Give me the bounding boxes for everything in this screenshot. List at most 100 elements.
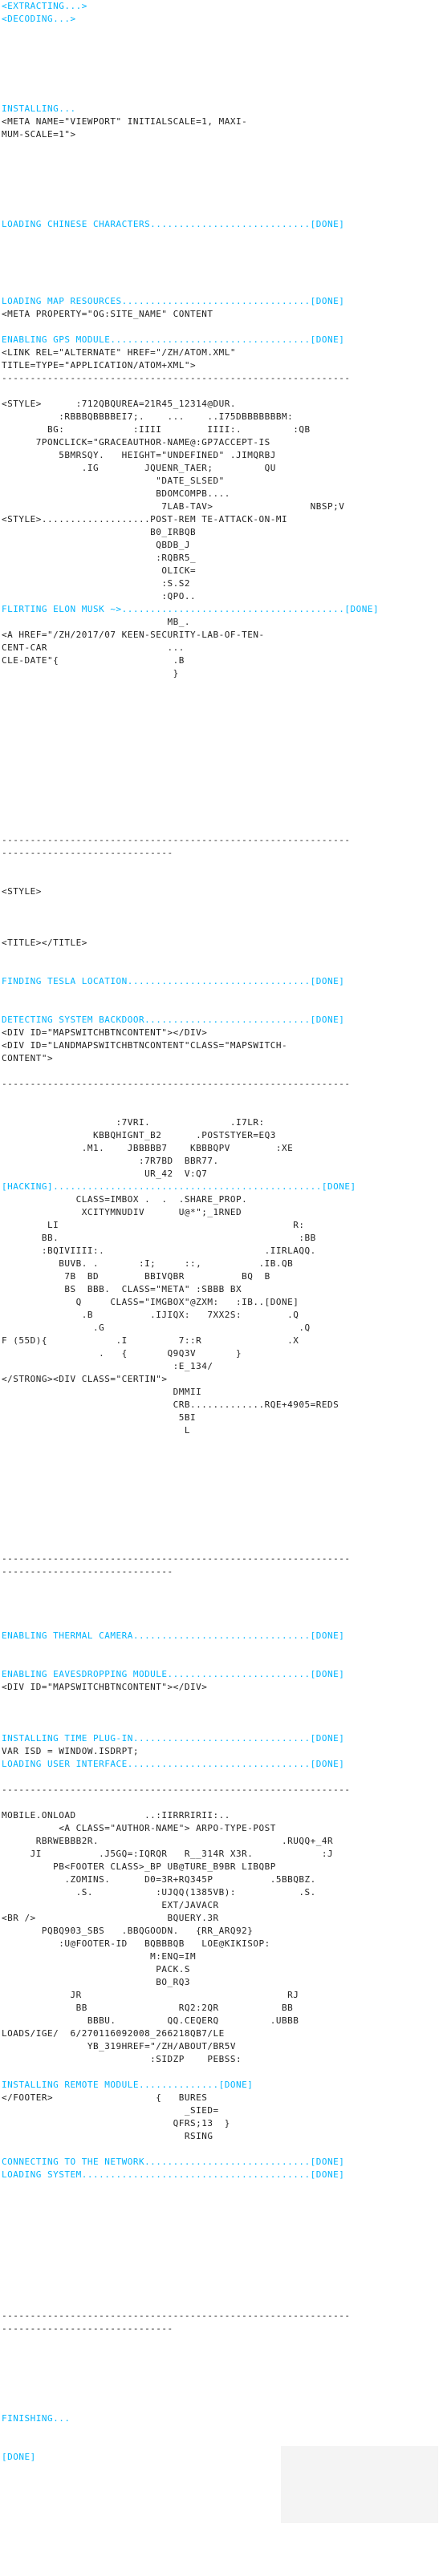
code-line: ----------------------------------------…: [2, 1554, 351, 1564]
code-line: .G .Q: [2, 1323, 311, 1333]
code-line: LI R:: [2, 1221, 305, 1230]
code-line: QBDB_J: [2, 541, 191, 550]
code-line: <DIV ID="MAPSWITCHBTNCONTENT"></DIV>: [2, 1028, 208, 1038]
code-line: <STYLE>: [2, 887, 42, 897]
code-line: VAR ISD = WINDOW.ISDRPT;: [2, 1747, 139, 1756]
status-line: <DECODING...>: [2, 14, 76, 24]
code-line: <STYLE> :712QBQUREA=21R45_12314@DUR.: [2, 399, 237, 409]
status-line: LOADING SYSTEM..........................…: [2, 2170, 345, 2180]
code-line: <META PROPERTY="OG:SITE_NAME" CONTENT: [2, 310, 213, 319]
code-line: CLASS=IMBOX . . .SHARE_PROP.: [2, 1195, 248, 1205]
code-line: :SIDZP PEBSS:: [2, 2055, 242, 2064]
status-line: LOADING USER INTERFACE..................…: [2, 1760, 345, 1769]
code-line: BB. :BB: [2, 1233, 316, 1243]
code-line: ----------------------------------------…: [2, 1079, 351, 1089]
code-line: CRB.............RQE+4905=REDS: [2, 1400, 339, 1410]
code-line: PACK.S: [2, 1965, 191, 1975]
code-line: DMMII: [2, 1387, 202, 1397]
code-line: ----------------------------------------…: [2, 1785, 351, 1795]
code-line: <A CLASS="AUTHOR-NAME"> ARPO-TYPE-POST: [2, 1824, 276, 1833]
status-line: ENABLING GPS MODULE.....................…: [2, 335, 345, 345]
code-line: 7PONCLICK="GRACEAUTHOR-NAME@:GP7ACCEPT-I…: [2, 438, 270, 448]
code-line: KBBQHIGNT_B2 .POSTSTYER=EQ3: [2, 1131, 276, 1140]
code-line: JR RJ: [2, 1991, 299, 2000]
code-line: ----------------------------------------…: [2, 836, 351, 845]
code-line: .M1. JBBBBB7 KBBBQPV :XE: [2, 1144, 294, 1153]
status-line: FINISHING...: [2, 2414, 71, 2424]
code-line: ----------------------------------------…: [2, 374, 351, 383]
code-line: "DATE_SLSED": [2, 476, 225, 486]
code-line: <TITLE></TITLE>: [2, 938, 87, 948]
code-line: ------------------------------: [2, 849, 173, 858]
status-line: FINDING TESLA LOCATION..................…: [2, 977, 345, 986]
code-line: . { Q9Q3V }: [2, 1349, 242, 1359]
status-line: FLIRTING ELON MUSK ~>...................…: [2, 605, 380, 614]
code-line: CLE-DATE"{ .B: [2, 656, 185, 666]
code-line: CENT-CAR ...: [2, 643, 185, 653]
code-line: RSING: [2, 2132, 213, 2141]
code-line: MB_.: [2, 618, 191, 627]
code-line: OLICK=: [2, 566, 197, 576]
status-line: INSTALLING TIME PLUG-IN.................…: [2, 1734, 345, 1744]
code-line: M:ENQ=iM: [2, 1952, 197, 1962]
status-line: ENABLING THERMAL CAMERA.................…: [2, 1631, 345, 1641]
code-line: BS BBB. CLASS="META" :SBBB BX: [2, 1285, 242, 1294]
code-line: :QPO..: [2, 592, 197, 601]
code-line: F (55D){ .I 7::R .X: [2, 1336, 299, 1346]
code-line: LOADS/IGE/ 6/270116092008_266218QB7/LE: [2, 2029, 225, 2039]
code-line: JI .J5GQ=:IQRQR R__314R X3R. :J: [2, 1849, 334, 1859]
code-line: ------------------------------: [2, 1567, 173, 1577]
code-line: :RQBR5_: [2, 553, 197, 563]
code-line: .ZOMINS. D0=3R+RQ345P .5BBQBZ.: [2, 1875, 316, 1885]
code-line: UR_42 V:Q7: [2, 1169, 208, 1179]
code-line: TITLE=TYPE="APPLICATION/ATOM+XML">: [2, 361, 197, 371]
code-line: .S. :UJQQ(1385VB): .S.: [2, 1888, 316, 1898]
code-line: :RBBBQBBBBEI7;. ... ..i75DBBBBBBBM:: [2, 412, 294, 422]
code-line: <LINK REL="ALTERNATE" HREF="/ZH/ATOM.XML…: [2, 348, 237, 358]
code-line: <META NAME="VIEWPORT" INITIALSCALE=1, MA…: [2, 117, 248, 127]
status-line: [HACKING]...............................…: [2, 1182, 356, 1192]
code-line: PB<FOOTER CLASS>_BP UB@TURE_B9BR LIBQBP: [2, 1862, 276, 1872]
code-line: <DIV ID="LANDMAPSWITCHBTNCONTENT"CLASS="…: [2, 1041, 288, 1051]
code-line: :E_134/: [2, 1362, 213, 1371]
faint-overlay-panel: [281, 2446, 438, 2523]
code-line: _SIED=: [2, 2106, 219, 2116]
code-line: BDOMCOMPB....: [2, 489, 230, 499]
code-line: YB_319HREF="/ZH/ABOUT/BR5V: [2, 2042, 237, 2051]
status-line: [DONE]: [2, 2452, 36, 2462]
status-line: INSTALLING...: [2, 104, 76, 114]
code-line: L: [2, 1426, 191, 1436]
code-line: CONTENT">: [2, 1054, 54, 1063]
code-line: MOBILE.ONLOAD ..:IIRRRIRII:..: [2, 1811, 230, 1821]
code-line: 5BMRSQY. HEIGHT="UNDEFINED" .JIMQRBJ: [2, 451, 276, 460]
code-line: .B .IJIQX: 7XX2S: .Q: [2, 1310, 299, 1320]
code-line: <A HREF="/ZH/2017/07 KEEN-SECURITY-LAB-O…: [2, 630, 265, 640]
status-line: DETECTING SYSTEM BACKDOOR...............…: [2, 1015, 345, 1025]
status-line: ENABLING EAVESDROPPING MODULE...........…: [2, 1670, 345, 1679]
code-line: 7LAB-TAV> NBSP;V: [2, 502, 345, 512]
code-line: :7VRI. .I7LR:: [2, 1118, 265, 1128]
code-line: MUM-SCALE=1">: [2, 130, 76, 140]
code-line: ------------------------------: [2, 2324, 173, 2334]
code-line: BBBU. QQ.CEQERQ .UBBB: [2, 2016, 299, 2026]
status-line: LOADING MAP RESOURCES...................…: [2, 297, 345, 306]
code-line: BB RQ2:2QR BB: [2, 2003, 294, 2013]
code-line: <STYLE>...................POST-REM TE-AT…: [2, 515, 288, 525]
code-line: Q CLASS="IMGBOX"@ZXM: :IB..[DONE]: [2, 1298, 299, 1307]
code-line: ----------------------------------------…: [2, 2311, 351, 2321]
status-line: CONNECTING TO THE NETWORK...............…: [2, 2157, 345, 2167]
code-line: B0_IRBQB: [2, 528, 197, 537]
code-line: </FOOTER> { BURES: [2, 2093, 208, 2103]
code-line: 7B BD BBIVQBR BQ B: [2, 1272, 270, 1282]
code-line: BG: :iiii iiii:. :QB: [2, 425, 311, 435]
code-line: EXT/JAVACR: [2, 1901, 219, 1910]
code-line: :U@FOOTER-ID BQBBBQB LOE@KIKISOP:: [2, 1939, 270, 1949]
code-line: 5BI: [2, 1413, 197, 1423]
code-line: .IG JQUENR_TAER; QU: [2, 464, 276, 473]
code-line: <BR /> BQUERY.3R: [2, 1914, 219, 1923]
code-line: PQBQ903_SBS .BBQGOODN. {RR_ARQ92}: [2, 1926, 254, 1936]
code-line: QFRS;13 }: [2, 2119, 230, 2128]
code-line: <DIV ID="MAPSWITCHBTNCONTENT"></DIV>: [2, 1683, 208, 1692]
status-line: INSTALLING REMOTE MODULE..............[D…: [2, 2080, 254, 2090]
code-line: :7R7BD BBR77.: [2, 1156, 219, 1166]
